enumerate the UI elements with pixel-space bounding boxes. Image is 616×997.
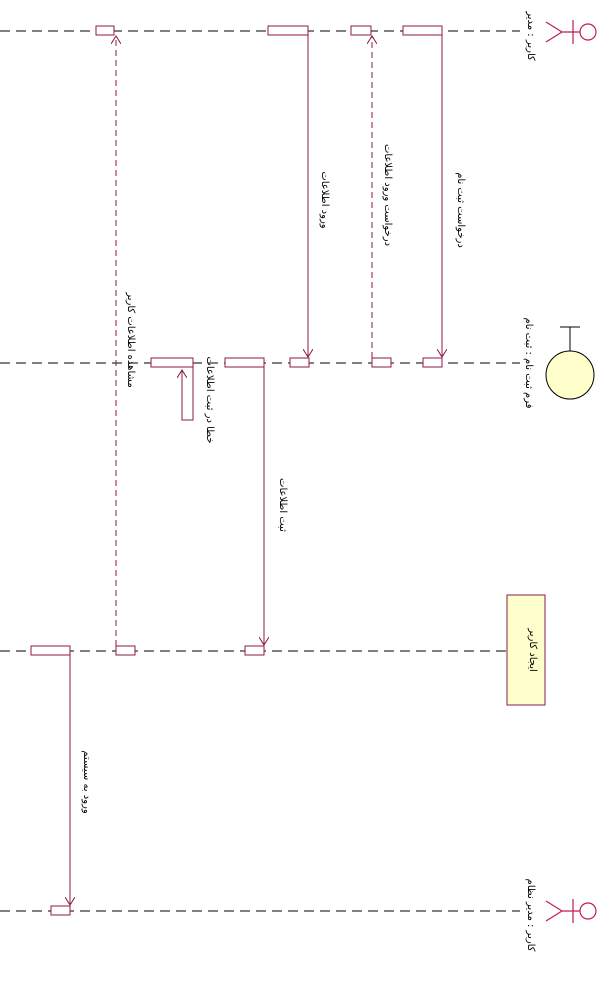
- participant-label-bottom-actor: کاربر : مدیر نظام: [525, 879, 536, 952]
- activation-box: [30, 645, 71, 656]
- activation-box: [422, 357, 443, 368]
- activation-box: [224, 357, 265, 368]
- message-label-m7: ورود به سیستم: [81, 750, 92, 814]
- actor-icon: [545, 899, 597, 923]
- activation-boxes: [30, 25, 443, 916]
- message-label-m4: ثبت اطلاعات: [277, 478, 288, 532]
- activation-box: [289, 357, 310, 368]
- activation-box: [371, 357, 392, 368]
- message-label-m6: مشاهده اطلاعات کاربر: [125, 291, 136, 388]
- boundary-icon: [545, 326, 595, 400]
- participant-label-controller: ایجاد کاربر: [527, 627, 538, 672]
- message-label-m3: ورود اطلاعات: [319, 171, 330, 228]
- message-label-m5: خطا در ثبت اطلاعات: [204, 356, 215, 443]
- activation-box: [267, 25, 309, 36]
- activation-box: [244, 645, 265, 656]
- activation-box: [150, 357, 194, 368]
- messages: [70, 35, 442, 905]
- actor-icon: [545, 20, 597, 44]
- activation-box: [402, 25, 443, 36]
- message-label-m2: درخواست ورود اطلاعات: [382, 144, 393, 246]
- activation-box: [115, 645, 136, 656]
- activation-box: [50, 905, 71, 916]
- controller-box: [506, 594, 546, 706]
- message-label-m1: درخواست ثبت نام: [455, 172, 466, 248]
- message-arrow: [182, 367, 194, 421]
- participant-label-top-actor: کاربر : مدیر: [525, 10, 536, 61]
- activation-box: [350, 25, 372, 36]
- participant-label-boundary: فرم ثبت نام : ثبت نام: [523, 317, 534, 408]
- activation-box: [95, 25, 115, 36]
